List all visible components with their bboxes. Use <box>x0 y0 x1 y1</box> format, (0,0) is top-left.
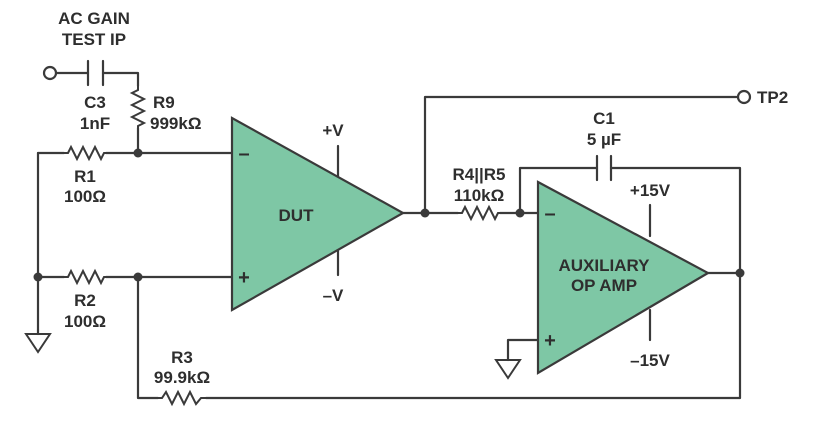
r1-resistor <box>64 144 106 162</box>
input-label-line2: TEST IP <box>62 30 126 49</box>
c1-name: C1 <box>593 109 615 128</box>
c3-name: C3 <box>84 93 106 112</box>
c1-value: 5 µF <box>587 130 621 149</box>
dut-label: DUT <box>279 206 315 225</box>
tp2-terminal <box>736 89 752 105</box>
junction-dot <box>735 268 745 278</box>
ground-symbol <box>494 359 522 380</box>
r9-name: R9 <box>153 93 175 112</box>
r4r5-resistor <box>458 204 500 222</box>
r2-resistor <box>64 268 106 286</box>
r2-name: R2 <box>74 291 96 310</box>
junction-dot <box>420 208 430 218</box>
input-terminal <box>42 65 58 81</box>
r1-name: R1 <box>74 167 96 186</box>
r9-value: 999kΩ <box>150 114 201 133</box>
junction-dot <box>133 148 143 158</box>
aux-supply-positive: +15V <box>630 181 671 200</box>
c3-capacitor <box>86 59 105 87</box>
junction-dot <box>133 272 143 282</box>
dut-supply-positive: +V <box>322 121 344 140</box>
aux-noninverting-sign: + <box>544 330 556 352</box>
aux-label-line2: OP AMP <box>571 276 637 295</box>
input-label-line1: AC GAIN <box>58 9 130 28</box>
r3-value: 99.9kΩ <box>154 368 210 387</box>
r9-resistor <box>129 86 147 128</box>
c3-value: 1nF <box>80 114 110 133</box>
r4r5-value: 110kΩ <box>454 186 505 205</box>
junction-dot <box>515 208 525 218</box>
aux-op-amp <box>536 180 711 375</box>
aux-inverting-sign: – <box>544 203 555 225</box>
r2-value: 100Ω <box>64 312 106 331</box>
ground-symbol <box>24 328 52 354</box>
aux-label-line1: AUXILIARY <box>559 256 651 275</box>
junction-dot <box>33 272 43 282</box>
r3-resistor <box>158 389 206 407</box>
r1-value: 100Ω <box>64 187 106 206</box>
dut-inverting-sign: – <box>238 143 249 165</box>
aux-supply-negative: –15V <box>630 351 670 370</box>
dut-noninverting-sign: + <box>238 267 250 289</box>
dut-supply-negative: –V <box>323 286 344 305</box>
tp2-label: TP2 <box>757 88 788 107</box>
r3-name: R3 <box>171 348 193 367</box>
c1-capacitor <box>595 154 613 182</box>
dut-op-amp <box>230 116 406 312</box>
r4r5-name: R4||R5 <box>453 165 506 184</box>
